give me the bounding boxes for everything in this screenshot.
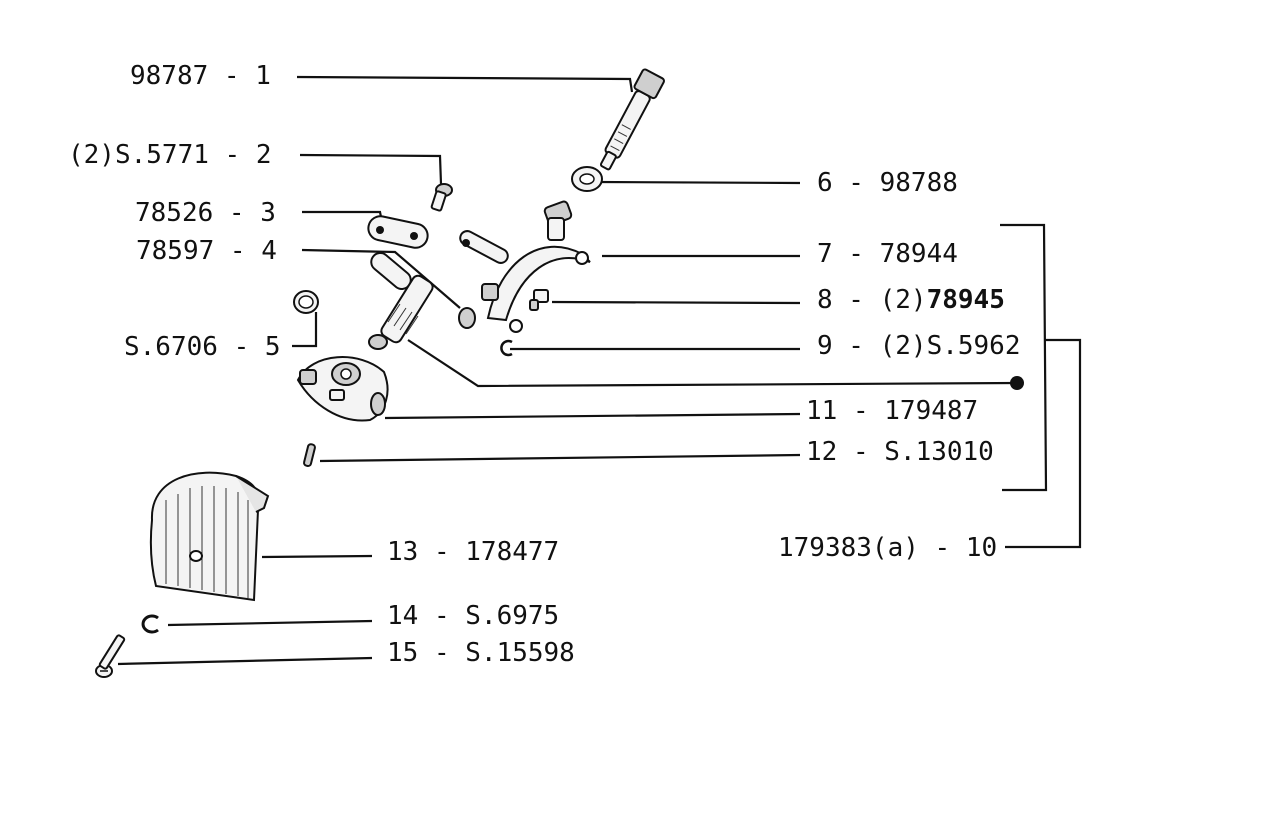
leader-lines xyxy=(117,75,1082,666)
part-12-pin xyxy=(303,443,316,468)
label-part-13: 13 - 178477 xyxy=(387,537,559,567)
part-13-cover xyxy=(149,471,270,602)
label-part-6: 6 - 98788 xyxy=(817,168,958,198)
label-part-2: (2)S.5771 - 2 xyxy=(68,140,272,170)
label-part-8-bold: 78945 xyxy=(927,285,1005,315)
part-15-screw xyxy=(95,634,126,678)
leader-12 xyxy=(319,453,801,463)
label-part-5: S.6706 - 5 xyxy=(124,332,281,362)
part-5-ring xyxy=(293,290,319,314)
leader-11 xyxy=(384,412,801,420)
label-part-3: 78526 - 3 xyxy=(135,198,276,228)
part-14-ring-clip xyxy=(141,614,159,634)
leader-14 xyxy=(167,619,373,627)
label-part-9: 9 - (2)S.5962 xyxy=(817,331,1021,361)
leader-10 xyxy=(1005,338,1082,549)
leader-15 xyxy=(117,656,373,666)
leader-5 xyxy=(292,312,318,348)
leader-1 xyxy=(296,75,634,93)
leader-dot xyxy=(1010,376,1024,390)
label-part-11: 11 - 179487 xyxy=(806,396,978,426)
assembly-bracket xyxy=(1000,223,1048,492)
label-part-8-prefix: 8 - (2) xyxy=(817,285,927,315)
leader-4 xyxy=(301,248,461,309)
label-part-8: 8 - (2)78945 xyxy=(817,285,1005,315)
part-9-clip xyxy=(500,339,513,357)
leader-8 xyxy=(551,300,801,305)
part-11-cam-plate xyxy=(296,356,389,422)
leader-shaft xyxy=(407,339,1018,388)
leader-13 xyxy=(261,554,373,559)
part-8-pin xyxy=(529,289,549,311)
label-part-10: 179383(a) - 10 xyxy=(778,533,997,563)
label-part-12: 12 - S.13010 xyxy=(806,437,994,467)
leader-6 xyxy=(595,180,801,185)
part-4-roller xyxy=(458,307,476,329)
part-7-fork xyxy=(459,200,591,333)
label-part-15: 15 - S.15598 xyxy=(387,638,575,668)
leader-2 xyxy=(299,153,443,185)
part-6-washer xyxy=(571,166,603,192)
part-1-stud xyxy=(599,68,665,171)
part-2-screw xyxy=(430,183,453,212)
label-part-1: 98787 - 1 xyxy=(130,61,271,91)
part-3-link xyxy=(367,215,429,249)
label-part-14: 14 - S.6975 xyxy=(387,601,559,631)
label-part-7: 7 - 78944 xyxy=(817,239,958,269)
label-part-4: 78597 - 4 xyxy=(136,236,277,266)
callout-labels: 98787 - 1 (2)S.5771 - 2 78526 - 3 78597 … xyxy=(68,61,1021,668)
shaft-crank xyxy=(368,252,434,350)
